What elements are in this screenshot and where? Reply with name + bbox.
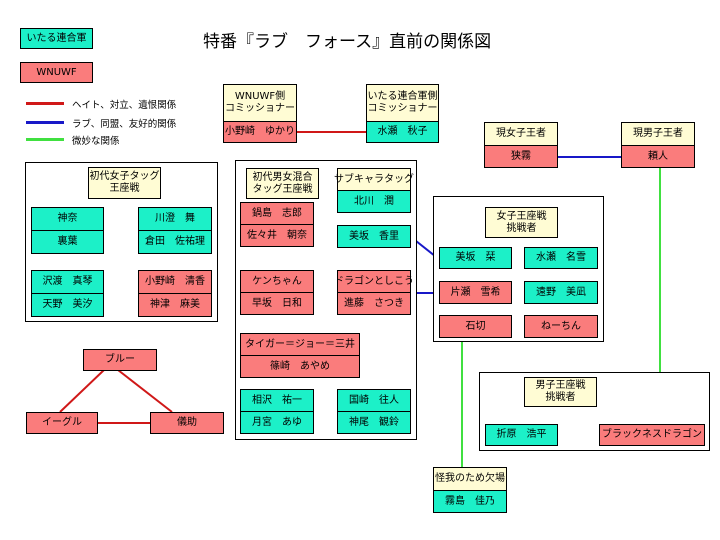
- triangle-member: ブルー: [83, 349, 157, 371]
- wnuwf-commissioner-name: 小野崎 ゆかり: [223, 121, 297, 143]
- womens-challengers-header: 女子王座戦 挑戦者: [485, 207, 558, 238]
- women-champion-header: 現女子王者: [484, 122, 558, 146]
- team-member: 北川 潤: [337, 190, 411, 213]
- team-member: 天野 美汐: [31, 293, 104, 317]
- challenger: ねーちん: [524, 315, 598, 338]
- legend-itaru: いたる連合軍: [20, 28, 93, 49]
- challenger: 遠野 美凪: [524, 281, 598, 304]
- team-member: 川澄 舞: [138, 207, 212, 231]
- hate-line-blue-eagle: [59, 369, 105, 413]
- header-line: コミッショナー: [367, 103, 438, 114]
- team-member: 小野崎 清香: [138, 270, 212, 294]
- mixed-tag-header: 初代男女混合 タッグ王座戦: [246, 168, 319, 199]
- hate-line-blue-gisuke: [117, 369, 173, 413]
- team-member: 裏葉: [31, 230, 104, 254]
- challenger: 片瀬 雪希: [439, 281, 512, 304]
- legend-red-line: [26, 102, 64, 105]
- challenger: 石切: [439, 315, 512, 338]
- header-line: 男子王座戦: [535, 380, 586, 391]
- header-line: コミッショナー: [225, 103, 295, 114]
- absent-name: 霧島 佳乃: [433, 490, 507, 513]
- absent-header: 怪我のため欠場: [433, 467, 507, 491]
- itaru-commissioner-header: いたる連合軍側 コミッショナー: [366, 84, 439, 122]
- header-line: 初代男女混合: [252, 171, 313, 183]
- legend-green-label: 微妙な関係: [72, 136, 120, 147]
- legend-red-label: ヘイト、対立、遺恨関係: [72, 100, 177, 111]
- team-member: ドラゴンとしこう: [334, 270, 414, 293]
- header-line: 王座戦: [109, 183, 140, 194]
- team-member: 篠崎 あやめ: [240, 355, 360, 378]
- womens-tag-header: 初代女子タッグ 王座戦: [88, 167, 161, 199]
- team-member: 相沢 祐一: [240, 389, 314, 412]
- team-member: 神津 麻美: [138, 293, 212, 317]
- team-member: 倉田 佐祐理: [138, 230, 212, 254]
- team-member: 神奈: [31, 207, 104, 231]
- wnuwf-commissioner-header: WNUWF側 コミッショナー: [223, 84, 297, 122]
- team-member: 進藤 さつき: [337, 292, 411, 315]
- header-line: 女子王座戦: [496, 210, 547, 222]
- challenger: 折原 浩平: [485, 424, 558, 446]
- women-champion-name: 狭霧: [484, 145, 558, 168]
- legend-wnuwf: WNUWF: [20, 62, 93, 83]
- page-title: 特番『ラブ フォース』直前の関係図: [203, 32, 492, 52]
- header-line: 挑戦者: [506, 222, 537, 234]
- team-member: 沢渡 真琴: [31, 270, 104, 294]
- itaru-commissioner-name: 水瀬 秋子: [366, 121, 439, 143]
- header-line: 挑戦者: [545, 392, 576, 403]
- header-line: WNUWF側: [234, 91, 286, 102]
- men-champion-header: 現男子王者: [621, 122, 695, 146]
- team-member: ケンちゃん: [240, 270, 314, 293]
- mens-challengers-header: 男子王座戦 挑戦者: [524, 377, 597, 407]
- team-member: 月宮 あゆ: [240, 411, 314, 434]
- triangle-member: イーグル: [26, 412, 98, 434]
- sub-chara-header: サブキャラタッグ: [334, 168, 414, 191]
- challenger: 美坂 栞: [439, 247, 512, 269]
- challenger: 水瀬 名雪: [524, 247, 598, 269]
- team-member: 国崎 往人: [337, 389, 411, 412]
- triangle-member: 儀助: [150, 412, 224, 434]
- men-champion-name: 頼人: [621, 145, 695, 168]
- team-member: 佐々井 朝奈: [240, 224, 314, 247]
- legend-green-line: [26, 138, 64, 141]
- header-line: 初代女子タッグ: [89, 171, 160, 182]
- team-member: 美坂 香里: [337, 225, 411, 248]
- team-member: 早坂 日和: [240, 292, 314, 315]
- team-member: 神尾 観鈴: [337, 411, 411, 434]
- header-line: いたる連合軍側: [367, 91, 438, 102]
- header-line: タッグ王座戦: [252, 183, 313, 195]
- legend-blue-line: [26, 121, 64, 124]
- team-member: 鍋島 志郎: [240, 202, 314, 225]
- team-member: タイガー＝ジョー＝三井: [240, 333, 360, 356]
- legend-blue-label: ラブ、同盟、友好的関係: [72, 119, 177, 130]
- challenger: ブラックネスドラゴン: [599, 424, 705, 446]
